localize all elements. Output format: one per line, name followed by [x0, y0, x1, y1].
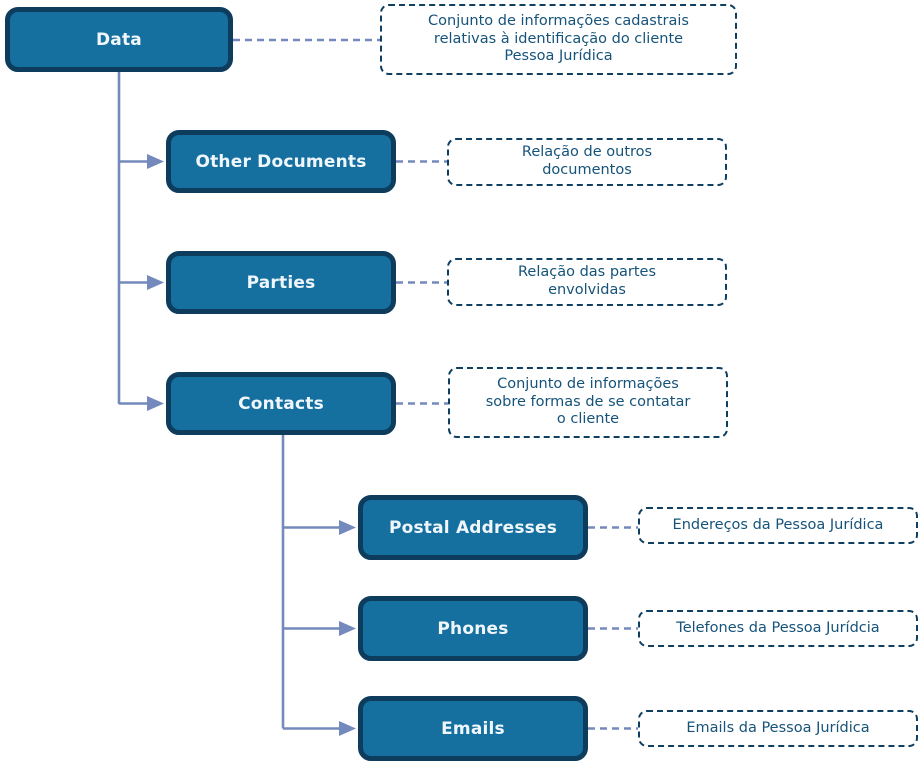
node-phones[interactable]: Phones: [358, 596, 588, 661]
arrowhead-emails: [339, 721, 356, 736]
node-postal-addresses[interactable]: Postal Addresses: [358, 495, 588, 560]
note-contacts-text: Conjunto de informações sobre formas de …: [485, 375, 691, 428]
node-data[interactable]: Data: [5, 7, 233, 72]
note-phones: Telefones da Pessoa Jurídcia: [638, 610, 918, 647]
dashed-note-connectors: [233, 38, 638, 730]
node-other-documents-label: Other Documents: [195, 151, 367, 172]
node-contacts[interactable]: Contacts: [166, 372, 396, 435]
note-other-documents: Relação de outros documentos: [447, 138, 727, 186]
note-phones-text: Telefones da Pessoa Jurídcia: [676, 619, 880, 636]
arrowhead-postal: [339, 520, 356, 535]
node-postal-addresses-label: Postal Addresses: [388, 517, 558, 538]
node-other-documents[interactable]: Other Documents: [166, 130, 396, 193]
node-emails-label: Emails: [441, 718, 505, 739]
node-data-label: Data: [96, 29, 142, 50]
note-postal-addresses: Endereços da Pessoa Jurídica: [638, 507, 918, 544]
note-parties-text: Relação das partes envolvidas: [517, 264, 657, 298]
arrowheads: [147, 154, 356, 736]
note-emails-text: Emails da Pessoa Jurídica: [686, 719, 870, 736]
arrowhead-phones: [339, 621, 356, 636]
note-emails: Emails da Pessoa Jurídica: [638, 710, 918, 747]
arrowhead-parties: [147, 275, 164, 290]
node-parties-label: Parties: [246, 272, 316, 293]
note-contacts: Conjunto de informações sobre formas de …: [448, 367, 728, 438]
solid-tree-connectors: [117, 72, 341, 730]
note-postal-addresses-text: Endereços da Pessoa Jurídica: [672, 516, 884, 533]
note-data: Conjunto de informações cadastrais relat…: [380, 4, 737, 75]
node-emails[interactable]: Emails: [358, 696, 588, 761]
node-parties[interactable]: Parties: [166, 251, 396, 314]
note-other-documents-text: Relação de outros documentos: [521, 144, 653, 178]
note-parties: Relação das partes envolvidas: [447, 258, 727, 306]
arrowhead-other: [147, 154, 164, 169]
arrowhead-contacts: [147, 396, 164, 411]
node-contacts-label: Contacts: [238, 393, 324, 414]
node-phones-label: Phones: [437, 618, 509, 639]
note-data-text: Conjunto de informações cadastrais relat…: [428, 12, 689, 65]
